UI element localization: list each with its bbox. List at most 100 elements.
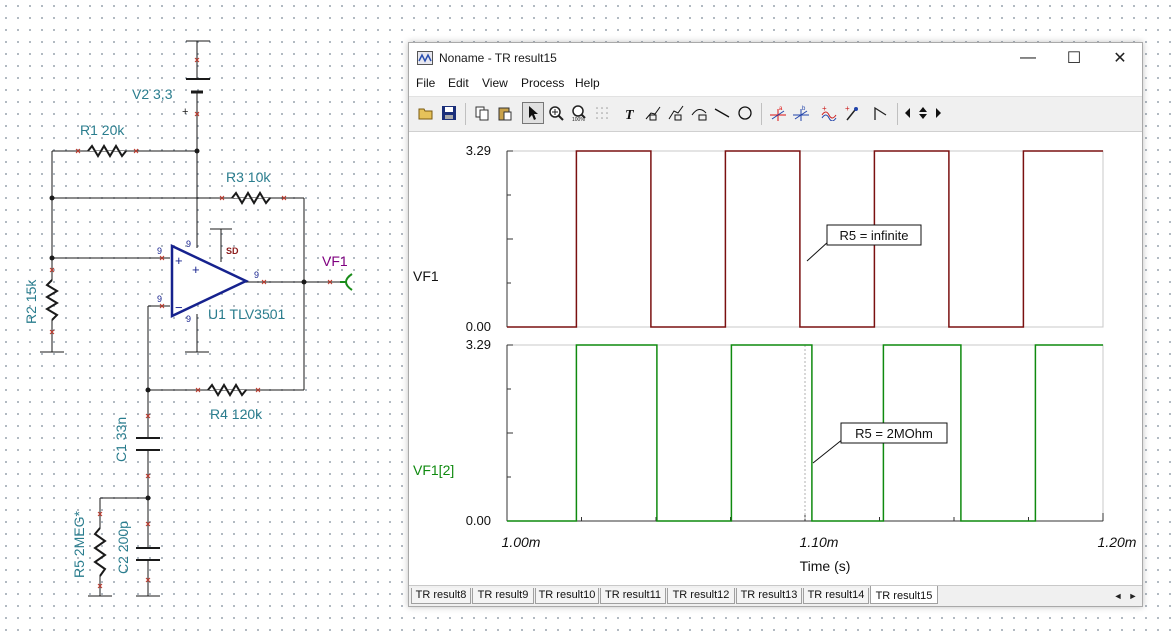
sd-label: SD	[226, 246, 239, 256]
trace-vf1-2	[507, 344, 1103, 522]
r1-label: R1 20k	[80, 122, 125, 138]
r2-label: R2 15k	[23, 279, 39, 324]
tab-tr-result12[interactable]: TR result12	[667, 588, 735, 604]
svg-text:+: +	[845, 105, 850, 113]
vf1-label: VF1	[322, 253, 348, 269]
maximize-button[interactable]: ☐	[1066, 50, 1082, 67]
waveform-plot[interactable]: 3.29 0.00 VF1 R5 = infinite	[409, 131, 1142, 587]
close-button[interactable]: ✕	[1113, 50, 1127, 67]
toolbar: 100% T a b + +	[409, 96, 1142, 132]
pin-label: 9	[254, 270, 259, 280]
ytick-label-top-1: 3.29	[466, 143, 491, 158]
ramp-icon[interactable]	[869, 102, 891, 124]
y-minor-ticks-2	[507, 344, 513, 478]
tab-tr-result10[interactable]: TR result10	[535, 588, 599, 604]
tab-tr-result9[interactable]: TR result9	[472, 588, 534, 604]
cursor-b-icon[interactable]: b	[790, 102, 812, 124]
cursor-a-icon[interactable]: a	[767, 102, 789, 124]
junction-dot	[49, 255, 55, 261]
ylabel-vf1-2: VF1[2]	[413, 462, 454, 478]
u1-label: U1 TLV3501	[208, 306, 286, 322]
menu-view[interactable]: View	[482, 76, 508, 90]
tab-tr-result15[interactable]: TR result15	[870, 586, 938, 604]
result-tabs: TR result8 TR result9 TR result10 TR res…	[409, 585, 1142, 606]
menu-edit[interactable]: Edit	[448, 76, 469, 90]
ytick-label-bottom-2: 0.00	[466, 513, 491, 528]
minimize-button[interactable]: —	[1020, 49, 1036, 66]
text-icon[interactable]: T	[619, 102, 641, 124]
copy-icon[interactable]	[471, 102, 493, 124]
annotation-box-1	[826, 224, 922, 246]
xtick-label: 1.00m	[502, 534, 541, 550]
opamp-inner-plus: +	[192, 262, 200, 277]
r4-label: R4 120k	[210, 406, 263, 422]
curve-marker-2-icon[interactable]	[665, 102, 687, 124]
vf1-probe-icon	[345, 273, 353, 291]
resistor-r2	[45, 279, 59, 321]
r3-label: R3 10k	[226, 169, 271, 185]
line-marker-icon[interactable]	[688, 102, 710, 124]
grid-icon[interactable]	[591, 102, 613, 124]
tab-tr-result8[interactable]: TR result8	[411, 588, 471, 604]
circuit-schematic: V2 3,3 R1 20k R3 10k R4 120k U1 TLV3501 …	[23, 40, 353, 597]
resistor-r5	[93, 527, 107, 577]
menu-help[interactable]: Help	[575, 76, 600, 90]
svg-text:T: T	[625, 108, 635, 121]
svg-text:a: a	[779, 106, 783, 112]
opamp-u1	[170, 244, 249, 318]
r5-label: R5 2MEG*	[71, 511, 87, 578]
svg-text:100%: 100%	[572, 117, 585, 121]
junction-dot	[301, 279, 307, 285]
tab-tr-result11[interactable]: TR result11	[600, 588, 666, 604]
xlabel: Time (s)	[800, 558, 851, 574]
title-bar[interactable]: Noname - TR result15 — ☐ ✕	[409, 43, 1142, 73]
trace-vf1	[507, 150, 1103, 328]
open-folder-icon[interactable]	[415, 102, 437, 124]
annotation-box-2	[840, 422, 948, 444]
tab-scroll-right-icon[interactable]: ►	[1128, 591, 1138, 601]
zoom-in-icon[interactable]	[545, 102, 567, 124]
v2-plus-sign: +	[182, 106, 188, 118]
save-icon[interactable]	[438, 102, 460, 124]
terminal-markers	[49, 57, 333, 589]
circle-icon[interactable]	[734, 102, 756, 124]
tab-tr-result13[interactable]: TR result13	[736, 588, 802, 604]
menu-process[interactable]: Process	[521, 76, 565, 90]
scroll-right-icon[interactable]	[931, 102, 943, 124]
plot-frame-1	[506, 150, 1104, 328]
junction-dot	[145, 495, 151, 501]
opamp-minus: −	[175, 300, 183, 315]
xtick-label: 1.20m	[1098, 534, 1137, 550]
pointer-icon[interactable]	[522, 102, 544, 124]
paste-icon[interactable]	[494, 102, 516, 124]
ylabel-vf1: VF1	[413, 268, 439, 284]
ytick-label-top-2: 3.29	[466, 337, 491, 352]
annotation-text-2: R5 = 2MOhm	[855, 426, 933, 441]
tab-tr-result14[interactable]: TR result14	[803, 588, 869, 604]
c1-label: C1 33n	[113, 417, 129, 462]
annotation-text-1: R5 = infinite	[839, 228, 908, 243]
resistor-r4	[207, 383, 247, 397]
svg-text:+: +	[822, 105, 827, 113]
zoom-100-icon[interactable]: 100%	[568, 102, 590, 124]
curve-marker-icon[interactable]	[642, 102, 664, 124]
pin-label: 9	[186, 239, 191, 249]
junction-dot	[194, 148, 200, 154]
annotation-leader-2	[812, 438, 844, 464]
tr-result-window: Noname - TR result15 — ☐ ✕ File Edit Vie…	[408, 42, 1143, 607]
v2-label: V2 3,3	[132, 86, 173, 102]
svg-text:b: b	[802, 106, 806, 112]
line-icon[interactable]	[711, 102, 733, 124]
probe-icon[interactable]: +	[841, 102, 863, 124]
panel-vf1: 3.29 0.00 VF1 R5 = infinite	[413, 143, 1104, 334]
window-title: Noname - TR result15	[439, 51, 557, 65]
panel-vf1-2: 3.29 0.00 VF1[2] R5 = 2MOhm 1.00m 1.10m …	[413, 337, 1137, 574]
junction-dot	[145, 387, 151, 393]
scroll-left-icon[interactable]	[901, 102, 913, 124]
menu-file[interactable]: File	[416, 76, 436, 90]
add-curve-icon[interactable]: +	[818, 102, 840, 124]
scroll-updown-icon[interactable]	[915, 102, 929, 124]
tab-scroll-left-icon[interactable]: ◄	[1113, 591, 1123, 601]
menu-bar: File Edit View Process Help	[409, 73, 1142, 95]
opamp-plus: +	[175, 253, 183, 268]
